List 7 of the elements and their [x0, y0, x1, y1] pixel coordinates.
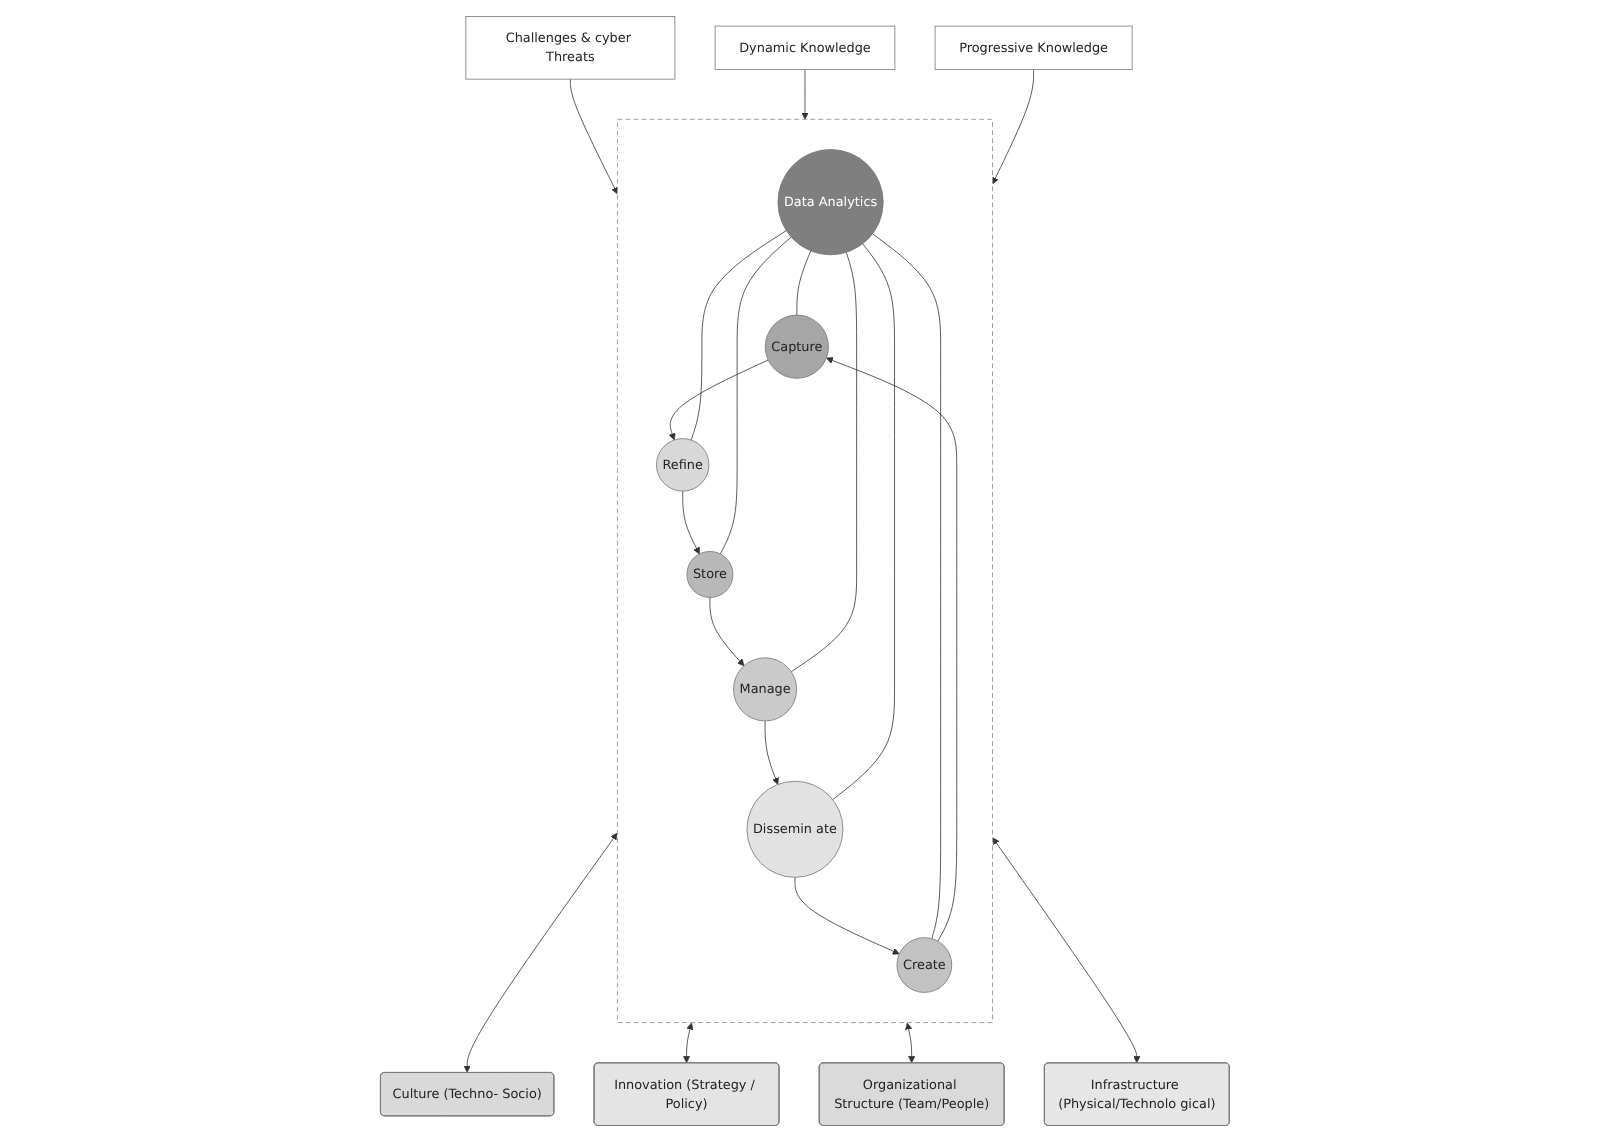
- connector: [720, 236, 792, 555]
- connector: [690, 230, 787, 441]
- cluster: [617, 118, 994, 1023]
- connector: [832, 243, 896, 801]
- connector: [791, 252, 858, 673]
- connector: [796, 250, 812, 316]
- connector: [872, 233, 942, 940]
